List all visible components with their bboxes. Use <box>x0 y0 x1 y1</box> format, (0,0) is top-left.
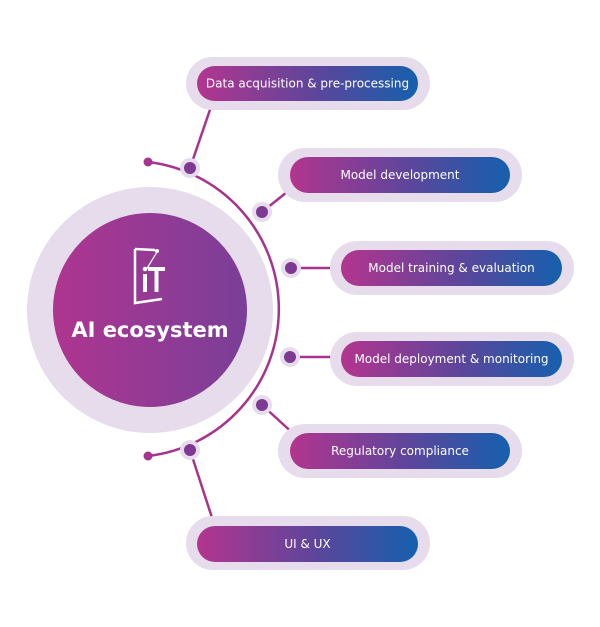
connector-arc <box>147 160 280 458</box>
node <box>180 158 200 178</box>
arc-nodes <box>180 158 301 460</box>
center-hub: AI ecosystem <box>27 187 273 433</box>
step-label: Regulatory compliance <box>331 444 469 458</box>
step-label: UI & UX <box>284 537 330 551</box>
node <box>280 347 300 367</box>
arc-end-dot <box>143 451 153 461</box>
step-model-training: Model training & evaluation <box>330 241 574 295</box>
node <box>180 440 200 460</box>
node <box>252 395 272 415</box>
step-model-deployment: Model deployment & monitoring <box>330 332 574 386</box>
node <box>252 202 272 222</box>
hub-circle <box>53 213 247 407</box>
step-ui-ux: UI & UX <box>186 516 430 570</box>
node <box>281 258 301 278</box>
step-model-development: Model development <box>278 148 522 202</box>
step-label: Data acquisition & pre-processing <box>206 77 409 91</box>
step-label: Model development <box>340 168 459 182</box>
step-label: Model training & evaluation <box>368 261 534 275</box>
arc-end-dot <box>143 157 153 167</box>
step-regulatory-compliance: Regulatory compliance <box>278 424 522 478</box>
step-label: Model deployment & monitoring <box>354 352 548 366</box>
step-data-acquisition: Data acquisition & pre-processing <box>186 57 430 110</box>
hub-title: AI ecosystem <box>71 318 228 342</box>
it-logo-icon <box>133 247 165 305</box>
